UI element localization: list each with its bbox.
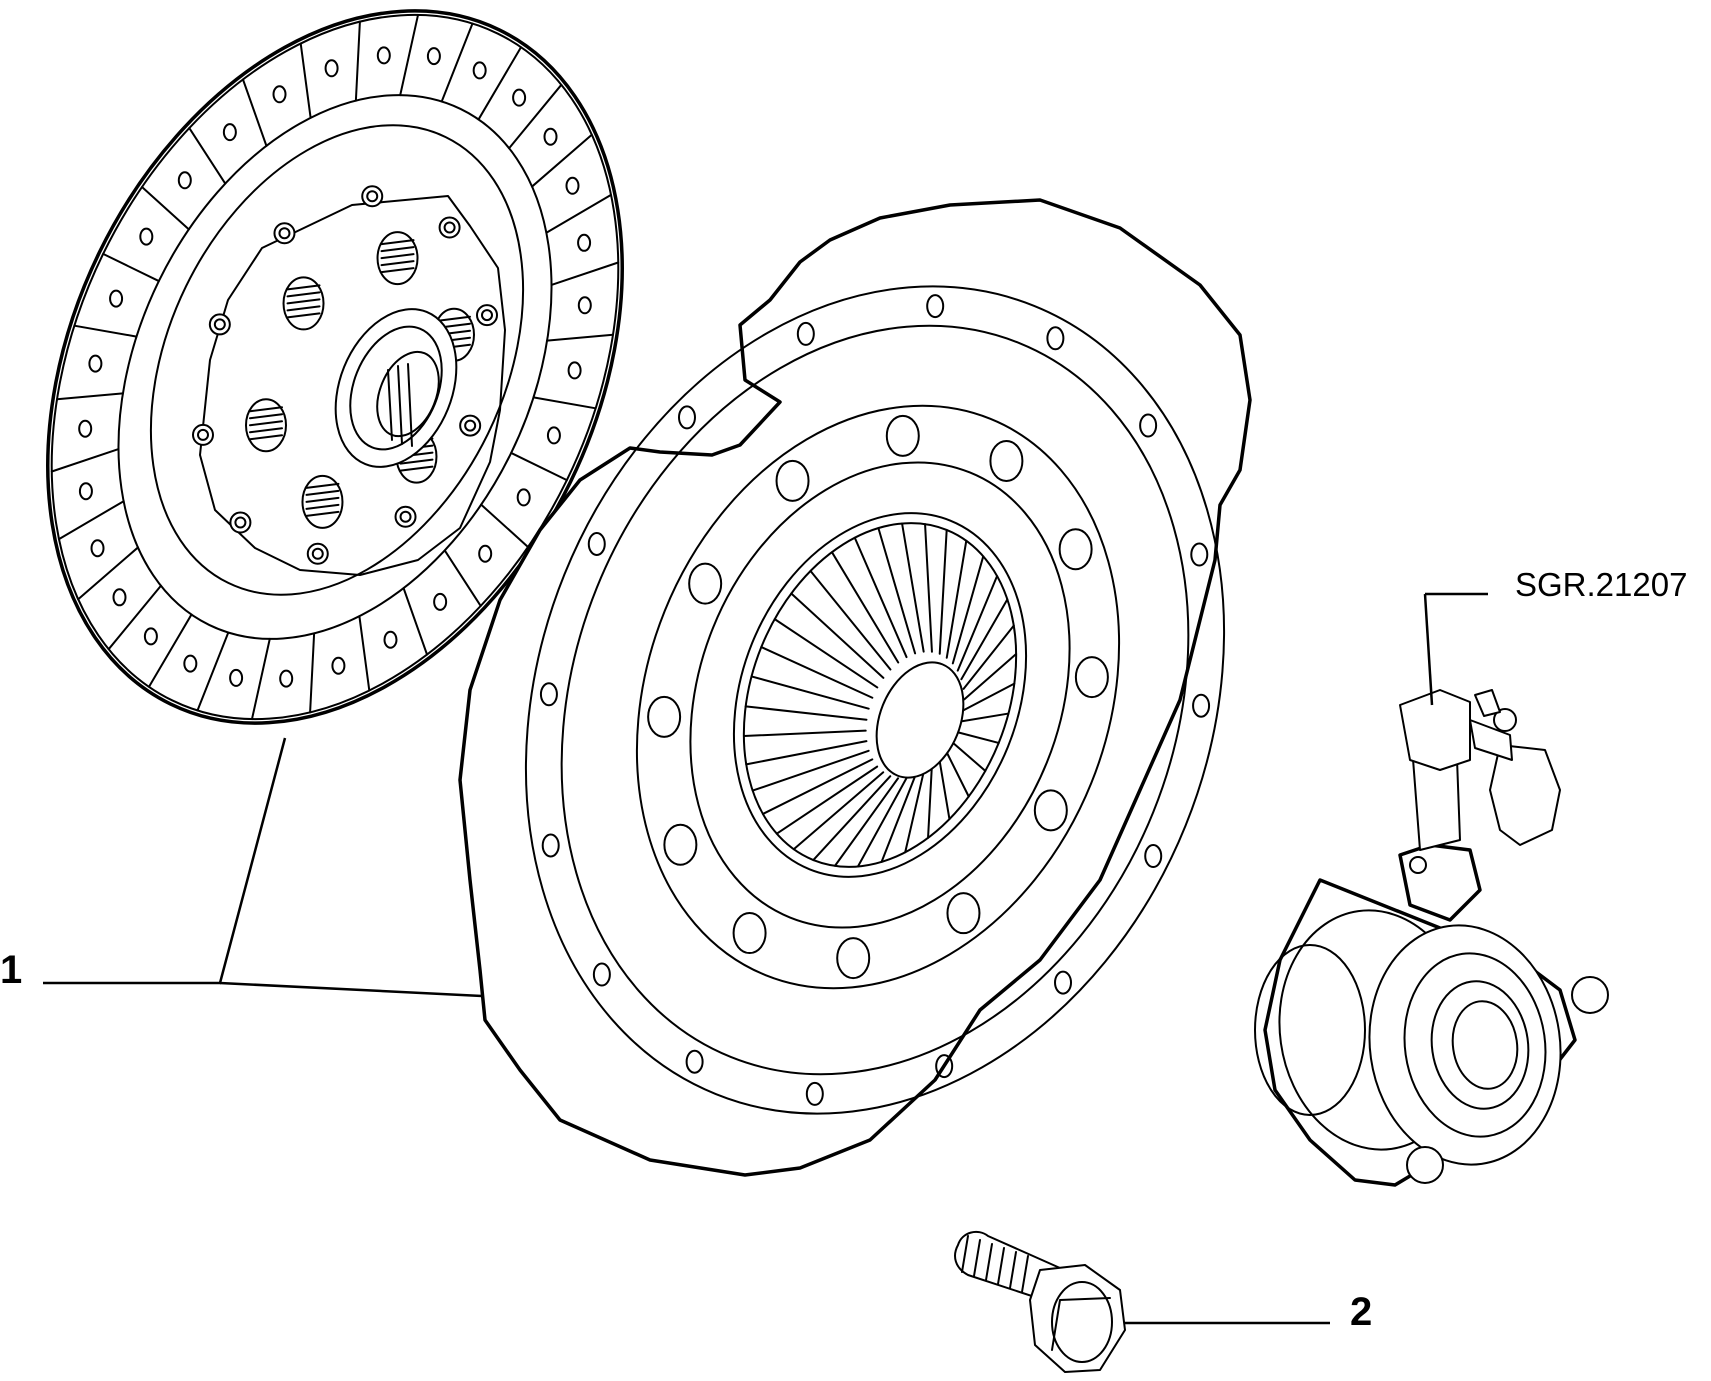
pressure-plate xyxy=(458,198,1252,1177)
reference-code-label: SGR.21207 xyxy=(1515,566,1688,603)
release-bearing xyxy=(1254,689,1609,1187)
flange-bolt xyxy=(954,1230,1126,1373)
clutch-disc xyxy=(46,9,624,725)
leader-lines xyxy=(43,592,1488,1325)
callout-label-part-1: 1 xyxy=(0,948,23,992)
callout-label-part-2: 2 xyxy=(1350,1290,1373,1334)
